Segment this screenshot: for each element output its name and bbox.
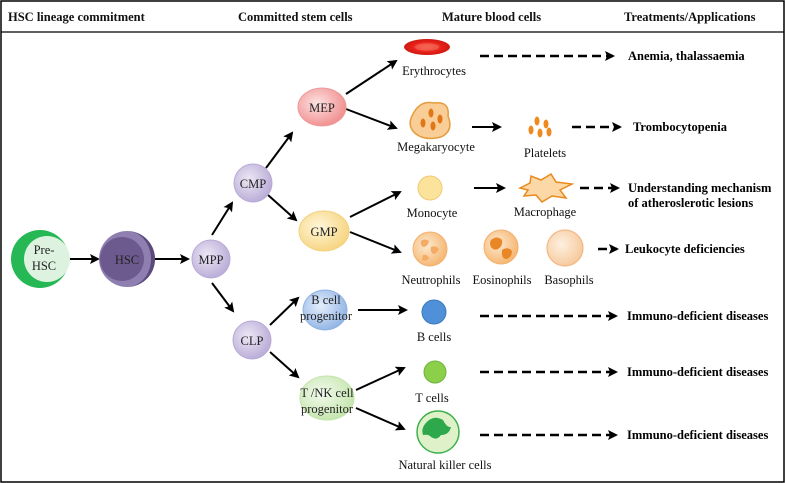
arrow-clp-bprog bbox=[269, 296, 300, 326]
neutrophils-label: Neutrophils bbox=[401, 273, 460, 287]
erythrocytes-label: Erythrocytes bbox=[402, 64, 466, 78]
macrophage-label: Macrophage bbox=[514, 205, 577, 219]
gmp-label: GMP bbox=[310, 225, 337, 239]
t-cell: T cells bbox=[415, 360, 449, 405]
gmp-cell: GMP bbox=[298, 210, 350, 252]
arrow-gmp-mono bbox=[349, 191, 402, 218]
basophil-cell: Basophils bbox=[544, 229, 594, 287]
eosinophil-cell: Eosinophils bbox=[472, 229, 532, 287]
hsc-cell: HSC bbox=[99, 231, 155, 287]
megakaryocyte-cell: Megakaryocyte bbox=[397, 101, 475, 154]
pre-hsc-cell: Pre- HSC bbox=[11, 230, 70, 288]
arrow-mpp-cmp bbox=[211, 201, 234, 236]
mep-cell: MEP bbox=[297, 87, 347, 127]
b-cell: B cells bbox=[417, 299, 452, 344]
nk-cells-label: Natural killer cells bbox=[398, 458, 491, 472]
arrow-tnk-nk bbox=[355, 407, 406, 431]
treatment-athero-line2: of atheroslerotic lesions bbox=[628, 196, 753, 210]
pre-hsc-label-2: HSC bbox=[32, 259, 56, 273]
mpp-label: MPP bbox=[198, 253, 223, 267]
header-treatments: Treatments/Applications bbox=[624, 10, 756, 24]
tnk-prog-label-1: T /NK cell bbox=[300, 386, 354, 400]
clp-label: CLP bbox=[241, 334, 264, 348]
arrow-mep-mega bbox=[345, 108, 398, 130]
neutrophil-cell: Neutrophils bbox=[401, 231, 461, 287]
erythrocyte-cell: Erythrocytes bbox=[402, 39, 466, 78]
treatment-immuno-t: Immuno-deficient diseases bbox=[627, 365, 768, 379]
header-hsc-lineage: HSC lineage commitment bbox=[8, 10, 146, 24]
tnk-prog-label-2: progenitor bbox=[301, 402, 354, 416]
eosinophils-label: Eosinophils bbox=[472, 273, 531, 287]
tnk-cell-progenitor: T /NK cell progenitor bbox=[299, 375, 355, 421]
arrow-mpp-clp bbox=[211, 282, 235, 313]
hsc-label: HSC bbox=[115, 253, 139, 267]
treatment-anemia: Anemia, thalassaemia bbox=[628, 49, 745, 63]
cmp-label: CMP bbox=[240, 177, 266, 191]
macrophage-cell: Macrophage bbox=[514, 172, 577, 219]
arrow-cmp-mep bbox=[265, 131, 294, 169]
treatment-immuno-nk: Immuno-deficient diseases bbox=[627, 428, 768, 442]
treatment-immuno-b: Immuno-deficient diseases bbox=[627, 309, 768, 323]
arrow-tnk-tcell bbox=[355, 366, 406, 391]
platelets-label: Platelets bbox=[524, 146, 566, 160]
arrow-gmp-neutro bbox=[349, 231, 402, 254]
basophils-label: Basophils bbox=[544, 273, 593, 287]
platelets-cell: Platelets bbox=[524, 116, 566, 160]
megakaryocyte-label: Megakaryocyte bbox=[397, 140, 475, 154]
arrow-clp-tnkprog bbox=[269, 351, 300, 379]
treatment-athero-line1: Understanding mechanism bbox=[628, 181, 772, 195]
arrow-mep-ery bbox=[345, 59, 398, 95]
pre-hsc-label-1: Pre- bbox=[34, 243, 55, 257]
mpp-cell: MPP bbox=[191, 239, 231, 279]
header-mature-blood-cells: Mature blood cells bbox=[442, 10, 541, 24]
b-prog-label-2: progenitor bbox=[300, 309, 353, 323]
application-arrows bbox=[480, 51, 622, 440]
lineage-arrows bbox=[67, 59, 506, 431]
mep-label: MEP bbox=[309, 101, 335, 115]
b-prog-label-1: B cell bbox=[311, 293, 341, 307]
t-cells-label: T cells bbox=[415, 391, 449, 405]
header-committed-stem-cells: Committed stem cells bbox=[238, 10, 353, 24]
treatment-thrombocytopenia: Trombocytopenia bbox=[633, 120, 728, 134]
clp-cell: CLP bbox=[232, 320, 272, 360]
monocyte-label: Monocyte bbox=[407, 206, 458, 220]
natural-killer-cell: Natural killer cells bbox=[398, 410, 492, 472]
cmp-cell: CMP bbox=[233, 163, 273, 203]
treatment-leukocyte: Leukocyte deficiencies bbox=[625, 242, 745, 256]
monocyte-cell: Monocyte bbox=[407, 175, 458, 220]
arrow-cmp-gmp bbox=[267, 194, 298, 222]
b-cells-label: B cells bbox=[417, 330, 452, 344]
b-cell-progenitor: B cell progenitor bbox=[300, 289, 353, 331]
